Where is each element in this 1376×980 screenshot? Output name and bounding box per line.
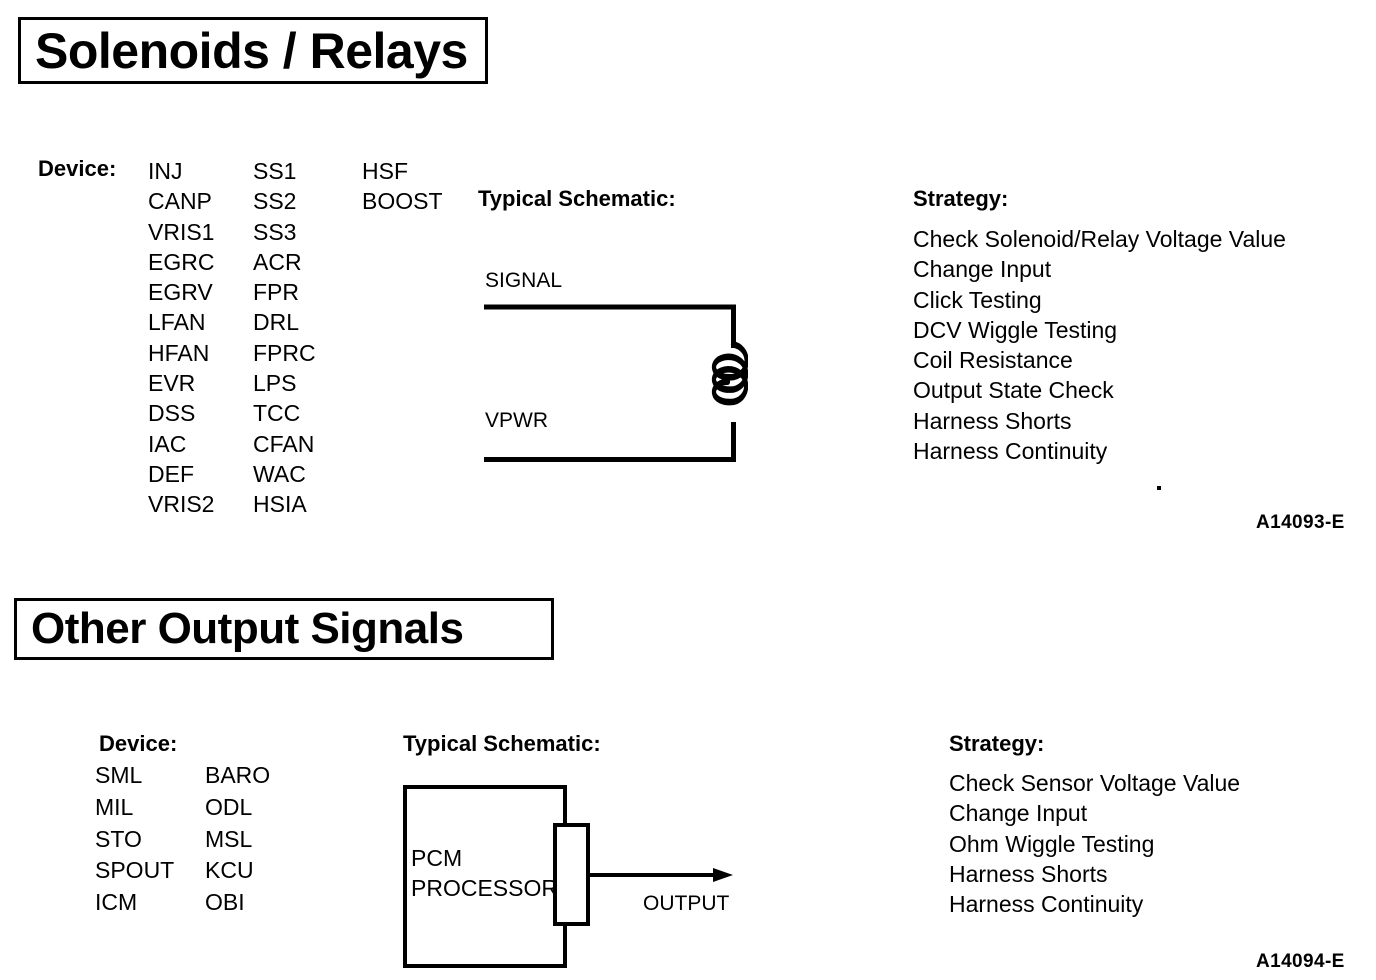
figure-code-solenoids: A14093-E: [1256, 512, 1345, 533]
strategy-item: Harness Shorts: [949, 860, 1108, 887]
device-item: HFAN: [148, 339, 210, 366]
strategy-item: DCV Wiggle Testing: [913, 316, 1118, 343]
device-item: DSS: [148, 400, 196, 427]
schematic-header-solenoids: Typical Schematic:: [478, 186, 676, 211]
pcm-label-line1: PCM: [411, 845, 463, 871]
pcm-processor-label: PCM PROCESSOR: [411, 843, 558, 903]
device-item: CANP: [148, 188, 212, 215]
device-item: KCU: [205, 857, 254, 884]
figure-code-other-output: A14094-E: [1256, 951, 1345, 972]
section-title-other-output-signals: Other Output Signals: [31, 604, 464, 653]
device-item: SPOUT: [95, 857, 175, 884]
solenoid-coil-schematic: SIGNAL VPWR: [478, 269, 749, 470]
device-item: ODL: [205, 793, 253, 820]
device-item: BOOST: [362, 188, 443, 215]
device-item: EGRC: [148, 248, 215, 275]
strategy-header-other-output: Strategy:: [949, 731, 1045, 756]
device-column-3: HSF BOOST: [362, 156, 443, 217]
device-item: WAC: [253, 460, 306, 487]
strategy-item: Change Input: [913, 256, 1052, 283]
device-item: EVR: [148, 370, 196, 397]
signal-label: SIGNAL: [485, 269, 563, 292]
strategy-item: Check Solenoid/Relay Voltage Value: [913, 226, 1286, 252]
strategy-item: Change Input: [949, 800, 1088, 827]
coil-circuit-drawing: [484, 304, 749, 462]
strategy-item: Ohm Wiggle Testing: [949, 830, 1155, 857]
strategy-list-solenoids: Check Solenoid/Relay Voltage Value Chang…: [913, 224, 1286, 466]
device-item: MSL: [205, 825, 253, 852]
device-item: FPRC: [253, 339, 316, 366]
strategy-item: Click Testing: [913, 286, 1042, 313]
device-item: VRIS2: [148, 491, 215, 518]
schematic-header-other-output: Typical Schematic:: [403, 731, 601, 756]
strategy-item: Harness Continuity: [913, 438, 1108, 465]
device-item: HSIA: [253, 491, 307, 518]
device-item: LFAN: [148, 309, 206, 336]
device-item: TCC: [253, 400, 301, 427]
strategy-item: Check Sensor Voltage Value: [949, 770, 1241, 796]
device-item: VRIS1: [148, 218, 215, 245]
pcm-processor-schematic: PCM PROCESSOR OUTPUT: [395, 775, 755, 975]
device-label-other-output: Device:: [99, 731, 178, 756]
device-item: ICM: [95, 889, 138, 916]
strategy-list-other-output: Check Sensor Voltage Value Change Input …: [949, 768, 1240, 919]
section-title-box-solenoids-relays: Solenoids / Relays: [18, 17, 488, 84]
strategy-item: Harness Shorts: [913, 407, 1072, 434]
device-column-5: BARO ODL MSL KCU OBI: [205, 760, 270, 919]
device-column-4: SML MIL STO SPOUT ICM: [95, 760, 174, 919]
vpwr-label: VPWR: [485, 409, 548, 432]
strategy-item: Coil Resistance: [913, 347, 1073, 374]
device-item: BARO: [205, 762, 271, 788]
strategy-header-solenoids: Strategy:: [913, 186, 1009, 211]
device-item: FPR: [253, 279, 299, 306]
strategy-item: Harness Continuity: [949, 891, 1144, 918]
device-item: SS1: [253, 158, 297, 184]
device-item: SS3: [253, 218, 297, 245]
device-column-2: SS1 SS2 SS3 ACR FPR DRL FPRC LPS TCC CFA…: [253, 156, 316, 520]
device-item: DRL: [253, 309, 300, 336]
device-item: MIL: [95, 793, 134, 820]
device-item: DEF: [148, 460, 194, 487]
device-item: EGRV: [148, 279, 213, 306]
section-title-box-other-output-signals: Other Output Signals: [14, 598, 554, 660]
device-label-solenoids: Device:: [38, 156, 117, 181]
scan-artifact-speck: [1157, 486, 1161, 490]
pcm-block-drawing: [403, 785, 733, 968]
device-item: STO: [95, 825, 142, 852]
device-item: OBI: [205, 889, 245, 916]
strategy-item: Output State Check: [913, 377, 1114, 404]
device-item: HSF: [362, 158, 408, 184]
device-column-1: INJ CANP VRIS1 EGRC EGRV LFAN HFAN EVR D…: [148, 156, 214, 520]
section-title-solenoids-relays: Solenoids / Relays: [35, 22, 468, 79]
device-item: SML: [95, 762, 143, 788]
device-item: SS2: [253, 188, 297, 215]
pcm-label-line2: PROCESSOR: [411, 875, 558, 901]
output-label: OUTPUT: [643, 892, 730, 915]
device-item: LPS: [253, 370, 297, 397]
device-item: ACR: [253, 248, 302, 275]
device-item: IAC: [148, 430, 187, 457]
device-item: INJ: [148, 158, 183, 184]
device-item: CFAN: [253, 430, 315, 457]
